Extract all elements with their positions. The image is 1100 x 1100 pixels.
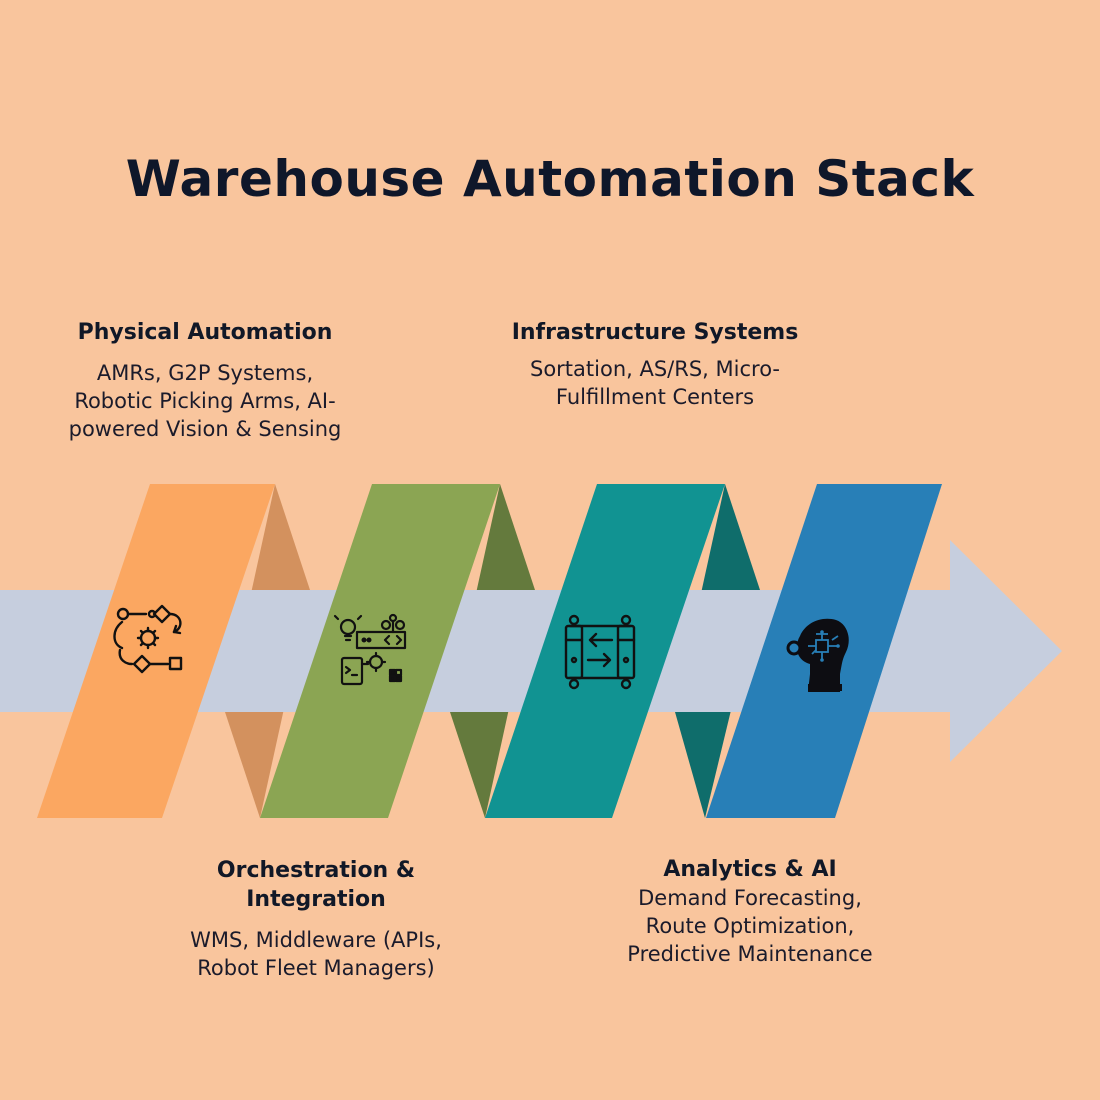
ribbon-infrastructure xyxy=(485,484,725,818)
stage-description: WMS, Middleware (APIs, Robot Fleet Manag… xyxy=(190,928,442,980)
stage-physical-automation: Physical Automation AMRs, G2P Systems, R… xyxy=(60,318,350,443)
page-title: Warehouse Automation Stack xyxy=(125,150,975,208)
stage-heading: Infrastructure Systems xyxy=(511,320,799,345)
stage-infrastructure-systems: Infrastructure Systems Sortation, AS/RS,… xyxy=(510,318,800,411)
ai-head-icon xyxy=(786,618,849,692)
stage-description: AMRs, G2P Systems, Robotic Picking Arms,… xyxy=(68,361,342,441)
stage-heading: Physical Automation xyxy=(77,320,333,345)
stage-description: Demand Forecasting, Route Optimization, … xyxy=(627,886,873,966)
stage-orchestration-integration: Orchestration & Integration WMS, Middlew… xyxy=(176,856,456,982)
ribbon-physical xyxy=(37,484,275,818)
workflow-gear-icon xyxy=(113,604,183,674)
integration-code-icon xyxy=(333,613,407,686)
stage-description: Sortation, AS/RS, Micro-Fulfillment Cent… xyxy=(529,357,781,409)
stage-heading: Analytics & AI xyxy=(663,857,837,882)
transfer-system-icon xyxy=(564,614,636,690)
stage-heading: Orchestration & Integration xyxy=(216,858,416,912)
stage-analytics-ai: Analytics & AI Demand Forecasting, Route… xyxy=(610,855,890,968)
ribbon-orchestration xyxy=(260,484,500,818)
